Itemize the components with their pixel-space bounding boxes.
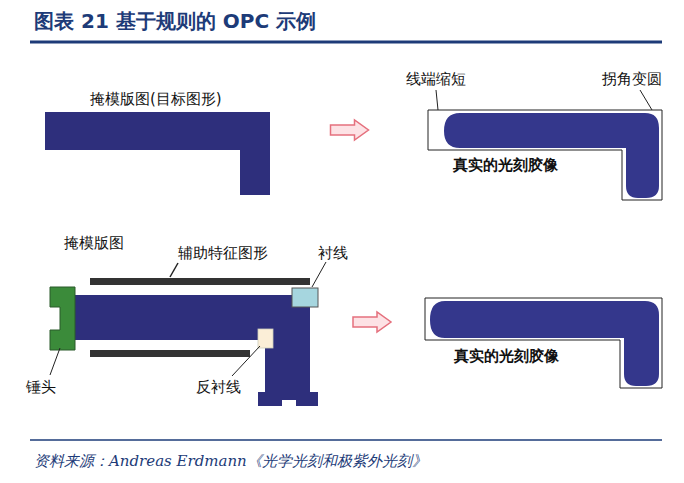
callout-label: 衬线 <box>318 244 348 262</box>
leader-line <box>436 90 438 110</box>
assist-feature <box>90 278 310 285</box>
caption-rule <box>30 439 662 441</box>
resist-image: 真实的光刻胶像 <box>425 106 665 204</box>
serif <box>292 288 318 307</box>
hammerhead <box>50 287 75 350</box>
callout-label: 辅助特征图形 <box>178 244 268 262</box>
shape-heading: 掩模版图 <box>64 234 124 252</box>
leader-line <box>640 90 652 110</box>
resist-image: 真实的光刻胶像 <box>422 294 665 392</box>
mask-shape <box>75 295 318 406</box>
figure-title: 图表 21 基于规则的 OPC 示例 <box>34 8 316 35</box>
block-arrow <box>331 120 369 140</box>
callout-label: 拐角变圆 <box>602 70 662 88</box>
shape-heading: 掩模版图(目标图形) <box>90 90 222 108</box>
source-caption: 资料来源：Andreas Erdmann《光学光刻和极紫外光刻》 <box>34 452 427 471</box>
leader-line <box>312 262 326 287</box>
resist-shape <box>444 113 659 198</box>
shape-label: 真实的光刻胶像 <box>454 347 559 365</box>
resist-shape <box>430 301 659 386</box>
target-outline <box>428 110 662 200</box>
target-outline <box>425 298 662 388</box>
anti-serif <box>258 329 273 348</box>
mask-layout: 掩模版图(目标图形) <box>42 86 274 198</box>
callout-label: 锤头 <box>26 378 56 396</box>
title-rule <box>30 41 662 44</box>
shape-label: 真实的光刻胶像 <box>453 156 558 174</box>
leader-line <box>232 346 260 376</box>
assist-feature <box>90 350 250 357</box>
mask-shape <box>45 112 270 195</box>
callout-label: 线端缩短 <box>406 70 466 88</box>
block-arrow <box>353 312 391 332</box>
leader-line <box>50 348 60 375</box>
callout-label: 反衬线 <box>196 378 241 396</box>
leader-line <box>170 263 178 277</box>
